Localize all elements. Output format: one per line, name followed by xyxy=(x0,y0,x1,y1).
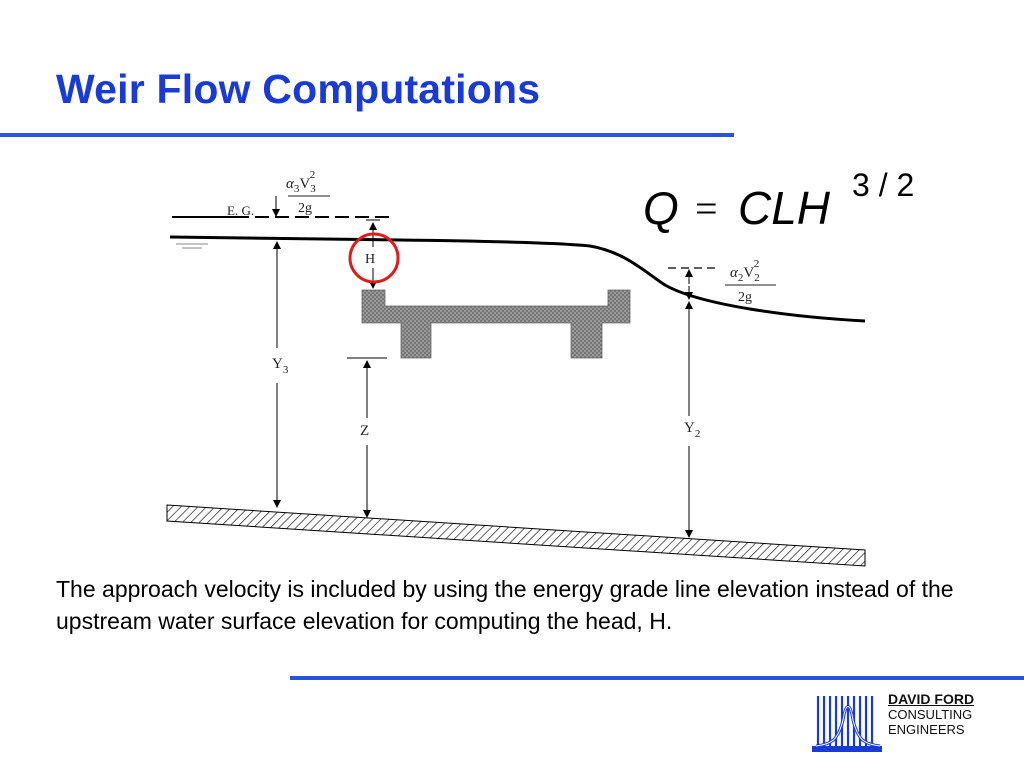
downstream-velocity-head: α2V22 2g xyxy=(725,258,776,305)
footer-rule xyxy=(290,676,1024,680)
z-label: Z xyxy=(360,423,369,439)
alpha-symbol-2: α xyxy=(730,265,739,281)
company-logo: DAVID FORD CONSULTING ENGINEERS xyxy=(812,688,974,754)
velocity-subscript-2: 2 xyxy=(754,272,760,284)
head-highlight-circle xyxy=(348,232,400,284)
y2-letter: Y xyxy=(684,420,695,436)
y3-letter: Y xyxy=(272,356,283,372)
velocity-symbol-3: V xyxy=(299,176,310,192)
velocity-subscript-3: 3 xyxy=(310,183,316,195)
downstream-velocity-head-numerator: α2V22 xyxy=(730,258,760,284)
formula-rhs: CLH xyxy=(738,182,831,234)
logo-graphic-icon xyxy=(812,690,882,752)
slide-caption: The approach velocity is included by usi… xyxy=(56,576,954,634)
logo-line-2: CONSULTING xyxy=(888,707,973,722)
upstream-velocity-head: α3V32 2g xyxy=(286,169,330,216)
y3-subscript: 3 xyxy=(283,364,289,376)
velocity-superscript-3: 2 xyxy=(310,169,316,181)
upstream-velocity-head-numerator: α3V32 xyxy=(286,169,316,195)
alpha-subscript-3: 3 xyxy=(294,183,300,195)
slide-title: Weir Flow Computations xyxy=(56,66,541,112)
channel-bed xyxy=(166,504,866,567)
h-label: H xyxy=(365,252,375,267)
y3-label: Y3 xyxy=(272,356,289,376)
eg-label: E. G. xyxy=(227,203,254,218)
velocity-symbol-2: V xyxy=(743,265,754,281)
formula-equals: = xyxy=(695,186,718,231)
formula-lhs: Q xyxy=(643,182,679,234)
upstream-velocity-head-denominator: 2g xyxy=(298,201,312,216)
formula-exponent: 3 / 2 xyxy=(852,167,914,203)
alpha-subscript-2: 2 xyxy=(738,272,744,284)
downstream-velocity-head-denominator: 2g xyxy=(738,290,752,305)
logo-line-1: DAVID FORD xyxy=(888,691,975,707)
logo-line-3: ENGINEERS xyxy=(888,722,965,737)
alpha-symbol-3: α xyxy=(286,176,295,192)
weir-formula: Q = CLH 3 / 2 xyxy=(643,167,914,234)
y2-label: Y2 xyxy=(684,420,700,440)
title-underline xyxy=(0,133,734,137)
weir-structure xyxy=(361,289,631,359)
y2-subscript: 2 xyxy=(695,428,701,440)
water-surface-line xyxy=(169,235,866,323)
velocity-superscript-2: 2 xyxy=(754,258,760,270)
logo-wordmark: DAVID FORD CONSULTING ENGINEERS xyxy=(888,691,975,738)
